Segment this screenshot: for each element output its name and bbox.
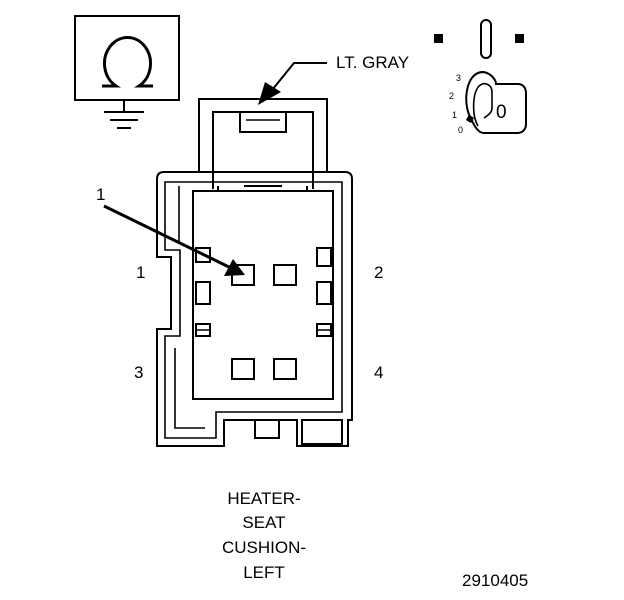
key-position-3: 3 — [456, 73, 461, 83]
component-name-line-4: LEFT — [243, 563, 285, 582]
pin-label-3: 3 — [134, 363, 143, 382]
key-position-1: 1 — [452, 110, 457, 120]
figure-number: 2910405 — [462, 571, 528, 590]
component-name-line-3: CUSHION- — [222, 538, 306, 557]
pin-cavities — [231, 264, 297, 380]
connector-housing — [156, 98, 353, 447]
component-name-line-1: HEATER- — [227, 489, 300, 508]
pin-cavity-2 — [273, 264, 297, 286]
pin-label-2: 2 — [374, 263, 383, 282]
component-name: HEATER- SEAT CUSHION- LEFT — [222, 489, 306, 582]
pin-label-4: 4 — [374, 363, 383, 382]
pin-cavity-4 — [273, 358, 297, 380]
wire-color-label: LT. GRAY — [336, 53, 409, 72]
pin-cavity-3 — [231, 358, 255, 380]
callout-leader — [103, 204, 245, 276]
pin-label-1: 1 — [136, 263, 145, 282]
key-position-2: 2 — [449, 91, 454, 101]
key-position-0: 0 — [458, 125, 463, 135]
ground-omega-icon — [74, 15, 180, 129]
component-name-line-2: SEAT — [242, 513, 285, 532]
callout-number: 1 — [96, 185, 105, 204]
ignition-key-icon: 3 2 1 0 0 — [434, 19, 527, 135]
key-current-position: 0 — [496, 102, 507, 123]
